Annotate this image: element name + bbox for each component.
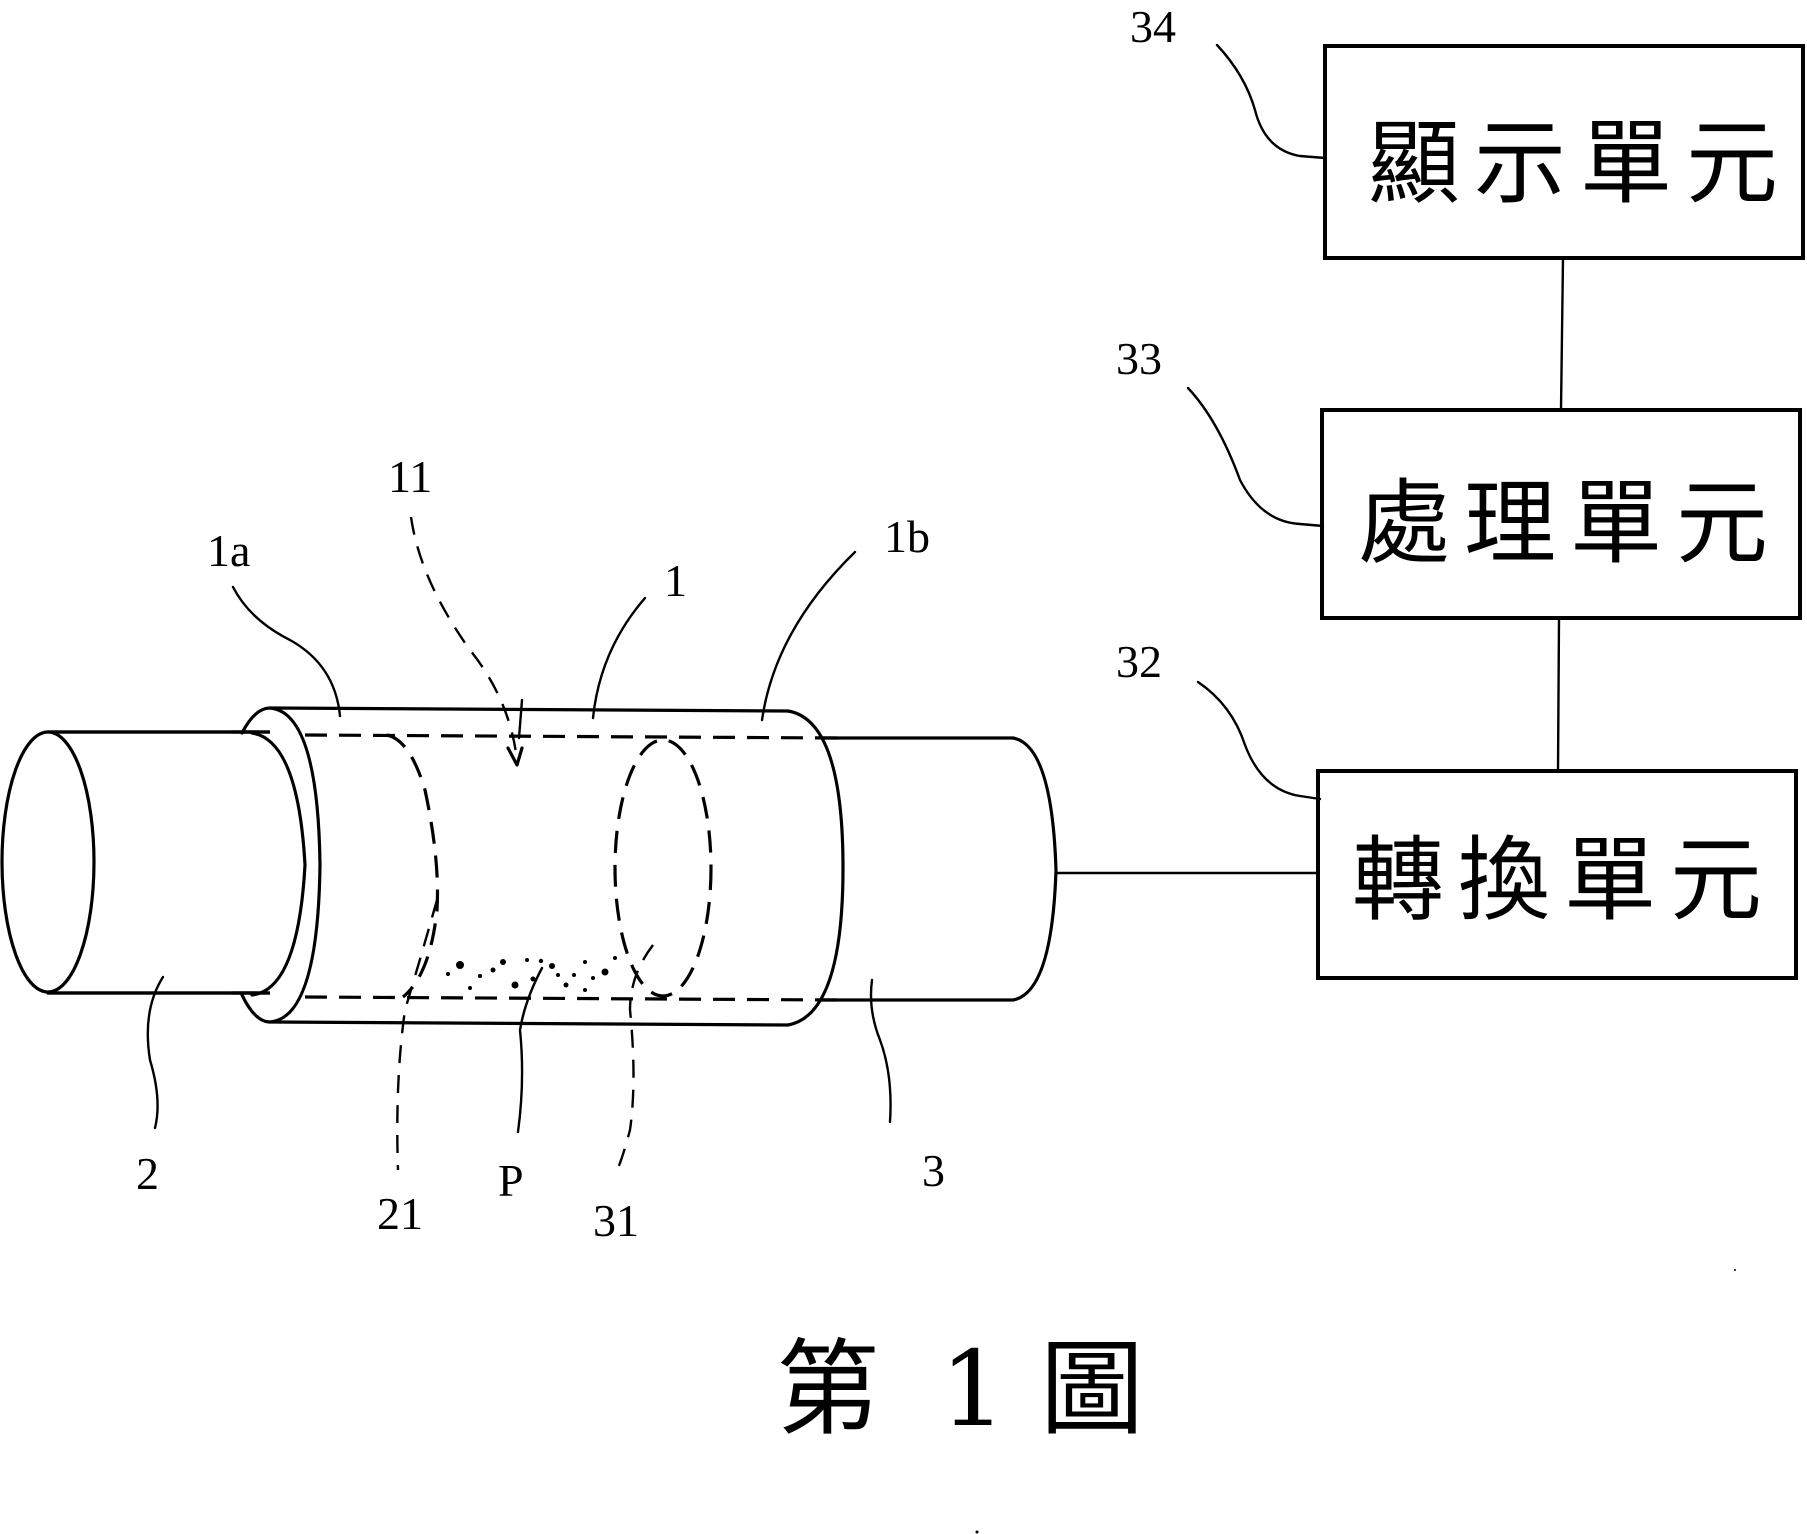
ref-1: 1 bbox=[664, 555, 687, 606]
ref-32: 32 bbox=[1116, 636, 1162, 687]
leader-1a bbox=[231, 585, 342, 718]
ref-p: P bbox=[498, 1155, 524, 1206]
ref-2: 2 bbox=[136, 1148, 159, 1199]
leader-1b bbox=[760, 550, 857, 722]
ref-34: 34 bbox=[1130, 1, 1176, 52]
ref-21: 21 bbox=[377, 1188, 423, 1239]
caption-suffix: 圖 bbox=[1040, 1328, 1144, 1450]
conversion-unit-block: 轉換單元 bbox=[1316, 769, 1798, 980]
processing-unit-block: 處理單元 bbox=[1320, 408, 1802, 620]
caption-number: 1 bbox=[940, 1328, 1006, 1450]
leader-1 bbox=[591, 596, 647, 720]
figure-caption: 第 1 圖 bbox=[776, 1328, 1144, 1450]
conversion-unit-label: 轉換單元 bbox=[1352, 827, 1776, 934]
scan-speck bbox=[975, 1530, 979, 1534]
ref-33: 33 bbox=[1116, 333, 1162, 384]
leader-31 bbox=[615, 944, 654, 1171]
ref-11: 11 bbox=[388, 451, 432, 502]
caption-prefix: 第 bbox=[776, 1328, 880, 1450]
first-fiber-2 bbox=[0, 730, 302, 995]
leader-21 bbox=[396, 899, 439, 1171]
leader-p bbox=[516, 966, 544, 1134]
first-fiber-end-face bbox=[0, 730, 96, 994]
leader-32 bbox=[1196, 680, 1322, 801]
ref-1a: 1a bbox=[207, 525, 250, 576]
connector-34-33 bbox=[1559, 256, 1565, 412]
leader-33 bbox=[1186, 386, 1325, 528]
first-fiber-end-21 bbox=[386, 733, 440, 999]
particles-p bbox=[446, 956, 617, 992]
second-fiber-end-31 bbox=[613, 738, 713, 998]
sleeve-1 bbox=[240, 706, 845, 1027]
ref-31: 31 bbox=[593, 1195, 639, 1246]
ref-3: 3 bbox=[922, 1145, 945, 1196]
ref-1b: 1b bbox=[884, 511, 930, 562]
leader-2 bbox=[146, 975, 165, 1130]
processing-unit-label: 處理單元 bbox=[1358, 470, 1782, 577]
arrow-11-tick bbox=[517, 698, 524, 740]
display-unit-label: 顯示單元 bbox=[1368, 110, 1792, 217]
connector-33-32 bbox=[1556, 616, 1561, 773]
display-unit-block: 顯示單元 bbox=[1323, 44, 1805, 260]
leader-11 bbox=[409, 516, 519, 761]
leader-34 bbox=[1215, 43, 1327, 160]
leader-3 bbox=[869, 978, 892, 1124]
scan-speck bbox=[1734, 1269, 1736, 1271]
arrow-11-head bbox=[506, 746, 524, 767]
